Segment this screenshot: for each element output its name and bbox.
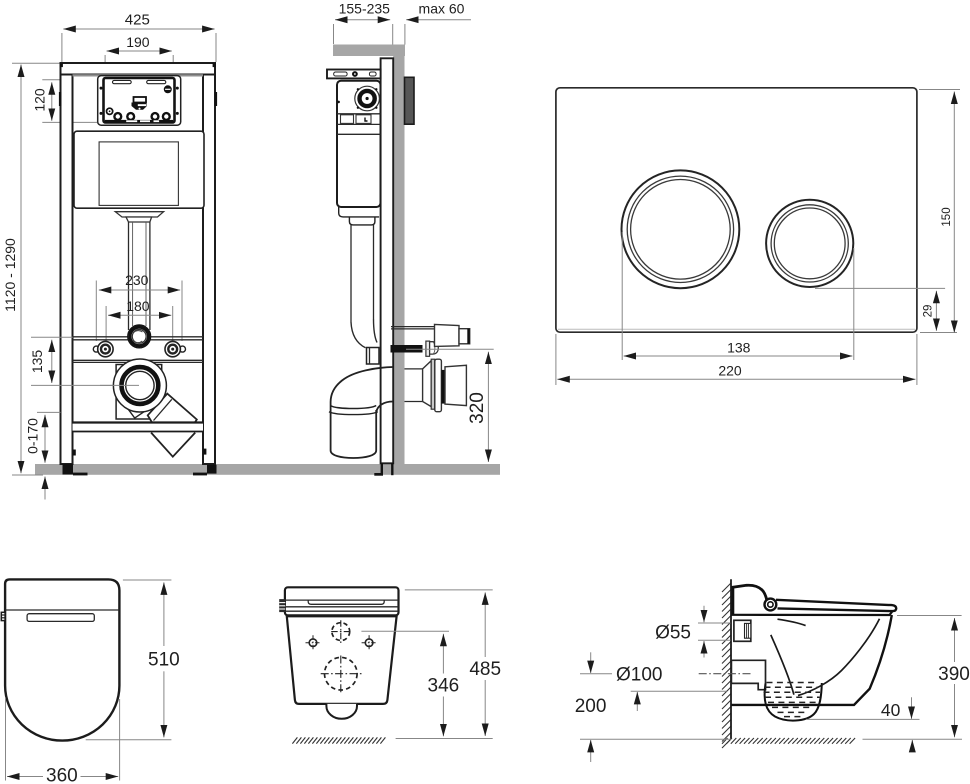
svg-text:150: 150: [941, 207, 953, 226]
svg-text:135: 135: [29, 350, 45, 374]
svg-text:Ø55: Ø55: [655, 623, 691, 644]
svg-text:510: 510: [148, 650, 180, 671]
svg-text:220: 220: [718, 363, 742, 379]
svg-text:230: 230: [125, 272, 149, 288]
svg-text:360: 360: [46, 766, 78, 784]
svg-text:40: 40: [881, 700, 901, 720]
svg-text:190: 190: [126, 34, 150, 50]
svg-text:29: 29: [923, 305, 935, 318]
svg-text:155-235: 155-235: [339, 1, 391, 17]
svg-text:138: 138: [727, 340, 751, 356]
svg-text:Ø100: Ø100: [616, 665, 662, 686]
svg-text:200: 200: [575, 696, 607, 717]
svg-text:max 60: max 60: [419, 1, 465, 17]
svg-text:346: 346: [428, 676, 460, 697]
svg-text:0-170: 0-170: [25, 418, 41, 454]
svg-text:180: 180: [126, 298, 150, 314]
svg-text:390: 390: [938, 664, 970, 685]
svg-text:485: 485: [469, 659, 501, 680]
svg-text:120: 120: [32, 88, 48, 112]
svg-text:320: 320: [467, 392, 488, 424]
svg-text:425: 425: [125, 12, 150, 29]
svg-text:1120 - 1290: 1120 - 1290: [2, 238, 18, 312]
